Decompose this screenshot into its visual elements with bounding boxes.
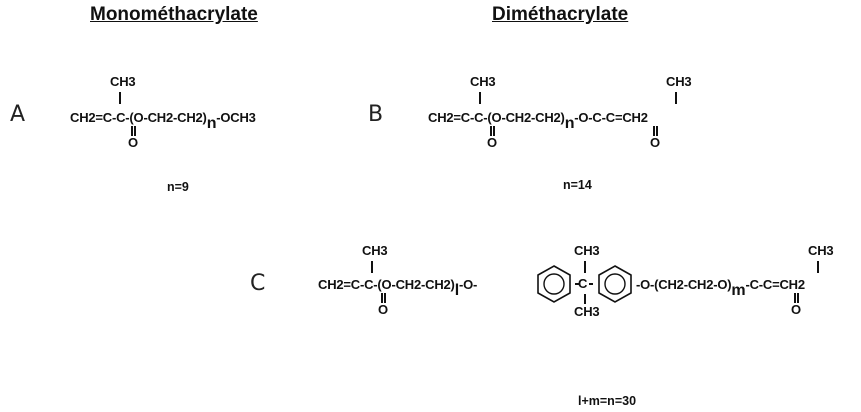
b-methyl-top-left: CH3 bbox=[470, 74, 496, 89]
c-count: l+m=n=30 bbox=[578, 394, 637, 408]
monomethacrylate-heading: Monométhacrylate bbox=[90, 4, 258, 25]
c-methyl-bond-bottom-center bbox=[584, 294, 586, 304]
c-carbonyl-bond-right-2 bbox=[797, 293, 799, 303]
a-methyl-bond bbox=[119, 92, 121, 104]
c-main-post: -C-C=CH2 bbox=[745, 277, 805, 292]
benzene-ring-right-icon bbox=[598, 265, 632, 303]
b-carbonyl-bond-right-2 bbox=[656, 126, 658, 136]
c-methyl-bond-right bbox=[817, 261, 819, 273]
b-main-pre: CH2=C-C-(O-CH2-CH2) bbox=[428, 110, 565, 125]
a-subscript-n: n bbox=[206, 115, 217, 132]
c-methyl-bond-top-center bbox=[584, 261, 586, 273]
c-carbonyl-bond-right-1 bbox=[794, 293, 796, 303]
c-carbonyl-bond-left-2 bbox=[384, 293, 386, 303]
b-carbonyl-bond-left-2 bbox=[493, 126, 495, 136]
a-main-post: -OCH3 bbox=[216, 110, 256, 125]
c-methyl-top-center: CH3 bbox=[574, 243, 600, 258]
a-methyl-top: CH3 bbox=[110, 74, 136, 89]
c-bond-center-to-ring-right bbox=[589, 283, 593, 285]
dimethacrylate-heading: Diméthacrylate bbox=[492, 4, 629, 25]
c-link-left: -O- bbox=[458, 277, 478, 292]
label-b: B bbox=[368, 102, 384, 127]
b-carbonyl-bond-left-1 bbox=[490, 126, 492, 136]
b-methyl-bond-right bbox=[675, 92, 677, 104]
a-carbonyl-bond-1 bbox=[131, 126, 133, 136]
c-methyl-bottom-center: CH3 bbox=[574, 304, 600, 319]
a-count: n=9 bbox=[167, 180, 189, 194]
c-subscript-l: l bbox=[454, 282, 459, 299]
c-subscript-m: m bbox=[731, 282, 746, 299]
c-main-pre: CH2=C-C-(O-CH2-CH2) bbox=[318, 277, 455, 292]
benzene-ring-left-icon bbox=[537, 265, 571, 303]
b-count: n=14 bbox=[563, 178, 592, 192]
c-methyl-top-left: CH3 bbox=[362, 243, 388, 258]
c-carbonyl-bond-left-1 bbox=[381, 293, 383, 303]
b-main-post: -O-C-C=CH2 bbox=[574, 110, 648, 125]
a-main-pre: CH2=C-C-(O-CH2-CH2) bbox=[70, 110, 207, 125]
b-carbonyl-o-left: O bbox=[487, 135, 497, 150]
b-carbonyl-o-right: O bbox=[650, 135, 660, 150]
c-carbonyl-o-left: O bbox=[378, 302, 388, 317]
a-formula-start: CH2=C-C-(O-CH2-CH2)n-OCH3 bbox=[70, 109, 256, 132]
a-carbonyl-o: O bbox=[128, 135, 138, 150]
c-methyl-bond-left bbox=[371, 261, 373, 273]
a-carbonyl-bond-2 bbox=[134, 126, 136, 136]
c-center-carbon: C bbox=[578, 276, 588, 291]
label-c: C bbox=[250, 271, 266, 296]
b-methyl-bond-left bbox=[479, 92, 481, 104]
c-formula-right: -O-(CH2-CH2-O)m-C-C=CH2 bbox=[636, 276, 805, 299]
c-methyl-top-right: CH3 bbox=[808, 243, 834, 258]
c-formula-left: CH2=C-C-(O-CH2-CH2)l-O- bbox=[318, 276, 478, 299]
b-methyl-top-right: CH3 bbox=[666, 74, 692, 89]
label-a: A bbox=[10, 102, 26, 127]
b-formula: CH2=C-C-(O-CH2-CH2)n-O-C-C=CH2 bbox=[428, 109, 648, 132]
c-carbonyl-o-right: O bbox=[791, 302, 801, 317]
c-bond-ring-left-to-center bbox=[575, 283, 579, 285]
b-carbonyl-bond-right-1 bbox=[653, 126, 655, 136]
b-subscript-n: n bbox=[564, 115, 575, 132]
c-link-right: -O-(CH2-CH2-O) bbox=[636, 277, 732, 292]
